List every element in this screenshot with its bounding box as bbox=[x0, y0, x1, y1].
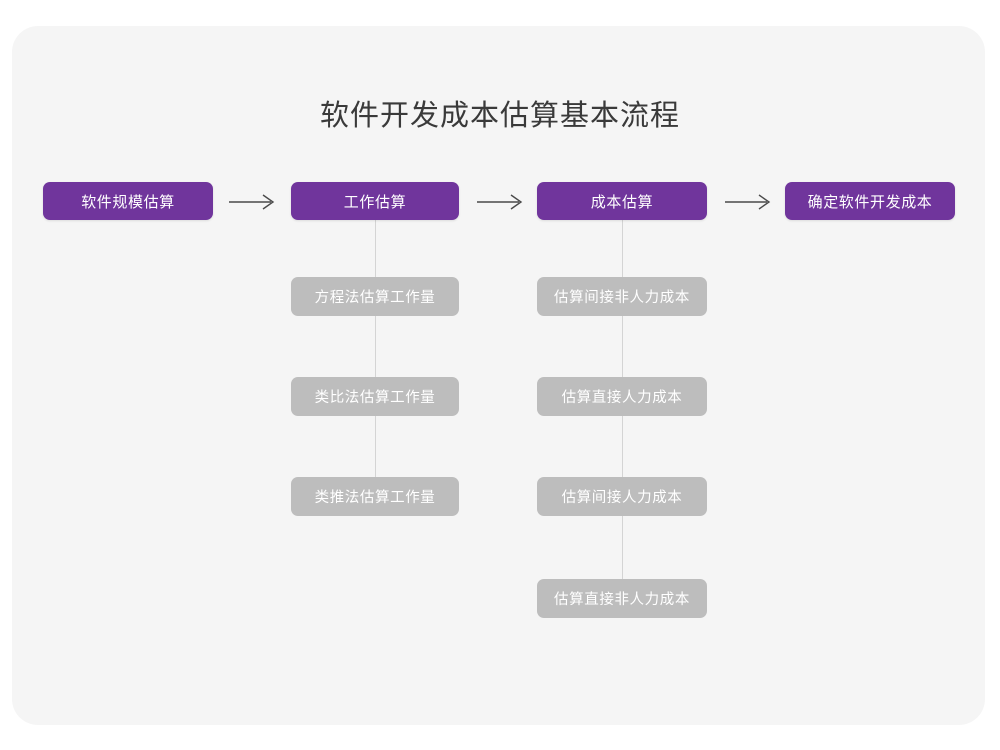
diagram-card bbox=[12, 26, 985, 725]
arrow-right-icon bbox=[725, 194, 771, 210]
flow-node-effort-estimation[interactable]: 工作估算 bbox=[291, 182, 459, 220]
flow-node-direct-labor-cost[interactable]: 估算直接人力成本 bbox=[537, 377, 707, 416]
flow-node-software-scale-estimation[interactable]: 软件规模估算 bbox=[43, 182, 213, 220]
flow-node-extrapolation-method-effort[interactable]: 类推法估算工作量 bbox=[291, 477, 459, 516]
flow-node-analogy-method-effort[interactable]: 类比法估算工作量 bbox=[291, 377, 459, 416]
page-title: 软件开发成本估算基本流程 bbox=[319, 100, 680, 132]
flow-node-cost-estimation[interactable]: 成本估算 bbox=[537, 182, 707, 220]
flow-node-equation-method-effort[interactable]: 方程法估算工作量 bbox=[291, 277, 459, 316]
flow-node-direct-nonlabor-cost[interactable]: 估算直接非人力成本 bbox=[537, 579, 707, 618]
connector-line-effort bbox=[375, 220, 376, 498]
flow-node-determine-development-cost[interactable]: 确定软件开发成本 bbox=[785, 182, 955, 220]
arrow-right-icon bbox=[229, 194, 275, 210]
arrow-right-icon bbox=[477, 194, 523, 210]
flow-node-indirect-labor-cost[interactable]: 估算间接人力成本 bbox=[537, 477, 707, 516]
flow-node-indirect-nonlabor-cost[interactable]: 估算间接非人力成本 bbox=[537, 277, 707, 316]
